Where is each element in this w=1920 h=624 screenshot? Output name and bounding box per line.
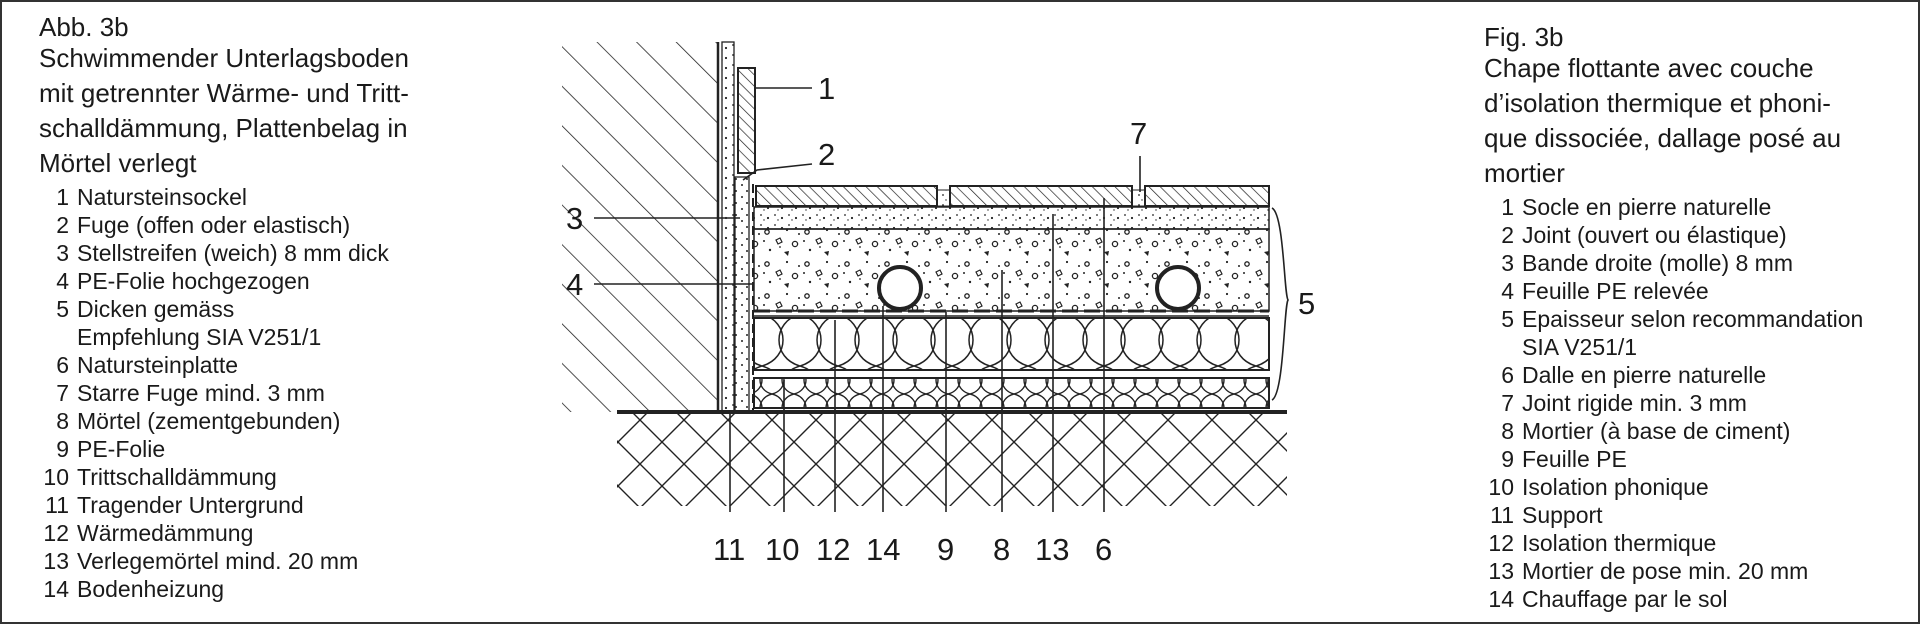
callout-6: 6 (1095, 532, 1112, 567)
description-line: Mörtel verlegt (39, 148, 197, 178)
figure-description-french: Chape flottante avec couche d’isolation … (1484, 53, 1914, 189)
callout-13: 13 (1035, 532, 1069, 567)
description-line: mit getrennter Wärme- und Tritt- (39, 78, 409, 108)
description-line: mortier (1484, 158, 1565, 188)
description-line: Chape flottante avec couche (1484, 53, 1814, 83)
description-line: schalldämmung, Plattenbelag in (39, 113, 408, 143)
callout-3: 3 (566, 201, 583, 236)
callout-11: 11 (713, 532, 745, 567)
wall-plaster (721, 41, 735, 413)
figure-label-german: Abb. 3b (39, 12, 129, 42)
description-line: Schwimmender Unterlagsboden (39, 43, 409, 73)
callout-9: 9 (937, 532, 954, 567)
callout-14: 14 (866, 532, 900, 567)
leader-lines (594, 87, 1289, 512)
callout-5: 5 (1298, 286, 1315, 321)
german-column: Abb. 3b Schwimmender Unterlagsboden mit … (39, 12, 519, 603)
callout-4: 4 (566, 267, 583, 302)
callout-8: 8 (993, 532, 1010, 567)
heating-pipe (1155, 265, 1201, 311)
edge-strip (734, 176, 750, 413)
stone-slab (1144, 185, 1270, 207)
wall-hatching (562, 42, 717, 412)
callout-2: 2 (818, 137, 835, 172)
callout-1: 1 (818, 71, 835, 106)
callout-12: 12 (816, 532, 850, 567)
callout-7: 7 (1130, 116, 1147, 151)
stone-skirting (737, 67, 756, 174)
laying-mortar (753, 206, 1270, 230)
impact-sound-insulation (753, 377, 1270, 409)
stone-slab (755, 185, 938, 207)
rigid-joint (936, 189, 951, 207)
french-column: Fig. 3b Chape flottante avec couche d’is… (1484, 12, 1914, 613)
figure-description-german: Schwimmender Unterlagsboden mit getrennt… (39, 43, 519, 179)
description-line: que dissociée, dallage posé au (1484, 123, 1842, 153)
rigid-joint (1131, 189, 1146, 207)
floor-section-diagram: 1 2 3 4 5 7 11 10 12 14 9 8 13 6 (562, 41, 1315, 567)
figure-label-french: Fig. 3b (1484, 22, 1564, 52)
supporting-base (617, 414, 1287, 506)
thermal-insulation (753, 317, 1270, 371)
description-line: d’isolation thermique et phoni- (1484, 88, 1831, 118)
heating-pipe (877, 265, 923, 311)
callout-10: 10 (765, 532, 799, 567)
